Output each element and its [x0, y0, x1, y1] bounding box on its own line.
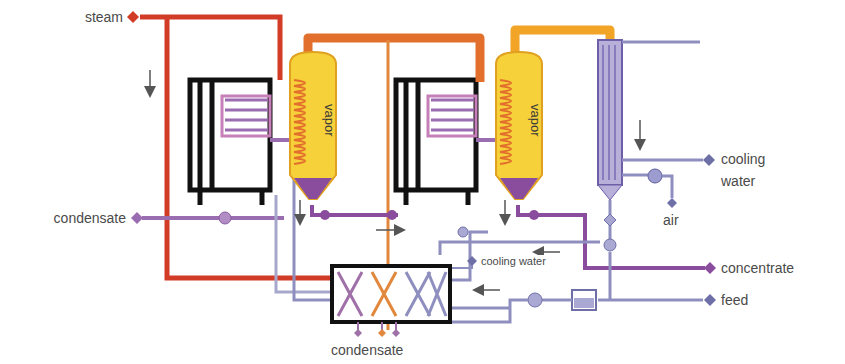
port-label: cooling water: [480, 255, 547, 268]
separator-node: vapor: [494, 50, 544, 205]
port-label: concentrate: [720, 260, 795, 276]
port-label: feed: [720, 292, 749, 308]
port-label: condensate: [330, 342, 404, 358]
port-label: condensate: [53, 210, 127, 226]
separator-node: vapor: [288, 50, 338, 205]
vessel-label: vapor: [322, 104, 336, 137]
port-label: steam: [84, 9, 124, 25]
port-label: air: [662, 212, 680, 228]
vessel-label: vapor: [528, 104, 542, 137]
port-label: cooling water: [720, 148, 784, 192]
